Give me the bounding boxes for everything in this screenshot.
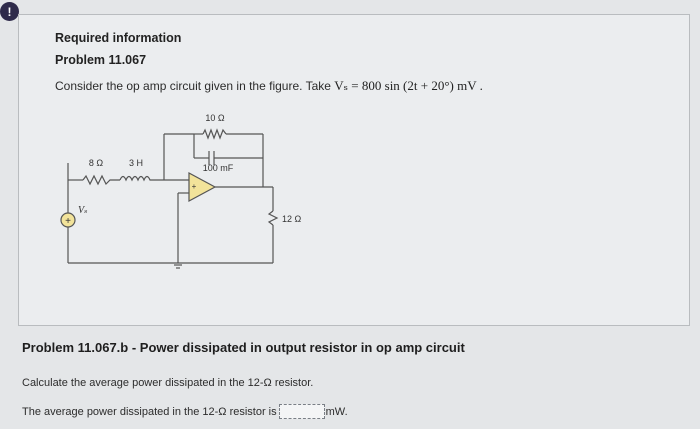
resistor-8-ohm (82, 174, 120, 186)
label-vs: Vₛ (78, 205, 87, 216)
op-amp-circuit-diagram: + + 10 Ω 100 mF 8 Ω 3 H 12 Ω Vₛ (60, 113, 302, 269)
answer-input[interactable] (278, 404, 325, 419)
part-b-title: Problem 11.067.b - Power dissipated in o… (22, 340, 465, 355)
label-12-ohm: 12 Ω (282, 214, 302, 224)
label-8-ohm: 8 Ω (89, 158, 104, 168)
label-3-h: 3 H (129, 158, 143, 168)
voltage-source (60, 212, 76, 228)
source-plus-sign: + (65, 216, 71, 227)
question-card (18, 14, 690, 326)
inductor-3h (119, 175, 164, 182)
statement-text: Consider the op amp circuit given in the… (55, 79, 331, 93)
source-formula: Vₛ = 800 sin (2t + 20°) mV . (334, 78, 483, 93)
resistor-10-ohm (202, 128, 227, 140)
answer-prefix: The average power dissipated in the 12-Ω… (22, 405, 277, 418)
resistor-12-ohm (267, 210, 279, 226)
problem-id: Problem 11.067 (55, 53, 147, 67)
opamp-plus-sign: + (192, 182, 197, 191)
label-10-ohm: 10 Ω (205, 113, 225, 123)
part-b-instruction: Calculate the average power dissipated i… (22, 377, 314, 389)
label-100-mf: 100 mF (203, 163, 234, 173)
required-information-heading: Required information (55, 31, 182, 45)
op-amp-triangle (188, 171, 217, 203)
answer-row: The average power dissipated in the 12-Ω… (22, 404, 348, 419)
alert-icon: ! (0, 2, 19, 21)
answer-unit: mW. (325, 405, 348, 418)
problem-statement: Consider the op amp circuit given in the… (55, 78, 483, 94)
